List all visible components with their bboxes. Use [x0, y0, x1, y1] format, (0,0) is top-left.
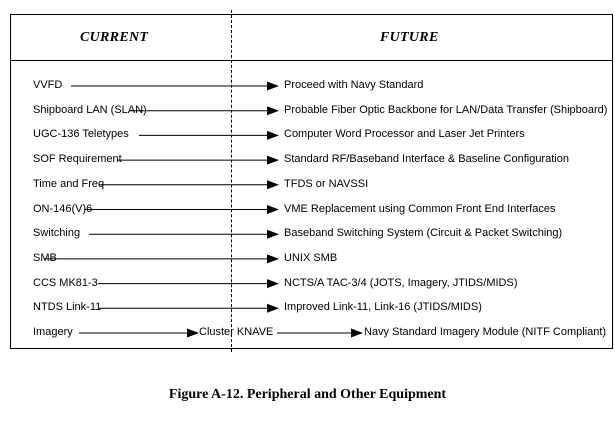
- arrow-3-arrowhead: [267, 130, 279, 140]
- future-item-11: Navy Standard Imagery Module (NITF Compl…: [364, 326, 607, 338]
- future-item-7: Baseband Switching System (Circuit & Pac…: [284, 227, 563, 240]
- future-item-10: Improved Link-11, Link-16 (JTIDS/MIDS): [284, 301, 482, 314]
- intermediate-item-11: Cluster KNAVE: [199, 326, 274, 338]
- arrow-4-arrowhead: [267, 155, 279, 165]
- current-item-4: SOF Requirement: [33, 153, 122, 166]
- future-item-3: Computer Word Processor and Laser Jet Pr…: [284, 128, 525, 141]
- current-item-11: Imagery: [33, 326, 73, 338]
- current-item-8: SMB: [33, 251, 57, 264]
- future-item-5: TFDS or NAVSSI: [284, 177, 369, 190]
- arrow-6-arrowhead: [267, 205, 279, 214]
- arrow-11-b-arrowhead: [351, 328, 363, 338]
- future-item-6: VME Replacement using Common Front End I…: [284, 202, 556, 215]
- arrow-8-arrowhead: [267, 254, 279, 264]
- current-item-6: ON-146(V)6: [33, 202, 93, 215]
- arrow-2-arrowhead: [267, 106, 279, 116]
- future-column-header: FUTURE: [380, 30, 439, 45]
- header-separator: [11, 60, 612, 61]
- current-column-header: CURRENT: [80, 30, 149, 45]
- future-item-8: UNIX SMB: [284, 251, 338, 264]
- arrow-10-arrowhead: [267, 303, 279, 313]
- diagram-frame: CURRENT FUTURE VVFD Proceed with Navy Sta…: [10, 10, 613, 352]
- arrow-11-a-arrowhead: [187, 328, 199, 338]
- transition-arrows: [44, 81, 363, 338]
- arrow-9-arrowhead: [267, 279, 279, 289]
- arrow-7-arrowhead: [267, 229, 279, 239]
- current-item-2: Shipboard LAN (SLAN): [33, 103, 147, 116]
- current-item-10: NTDS Link-11: [33, 301, 102, 314]
- current-item-3: UGC-136 Teletypes: [33, 128, 129, 141]
- arrow-1-arrowhead: [267, 81, 279, 91]
- future-item-2: Probable Fiber Optic Backbone for LAN/Da…: [284, 103, 608, 116]
- figure-caption: Figure A-12. Peripheral and Other Equipm…: [168, 387, 447, 402]
- current-future-divider: [231, 10, 232, 352]
- current-item-1: VVFD: [33, 79, 63, 91]
- arrow-5-arrowhead: [267, 180, 279, 190]
- future-item-9: NCTS/A TAC-3/4 (JOTS, Imagery, JTIDS/MID…: [284, 276, 518, 289]
- current-item-9: CCS MK81-3: [33, 276, 98, 289]
- future-item-1: Proceed with Navy Standard: [284, 79, 424, 91]
- current-item-5: Time and Freq: [33, 177, 105, 190]
- future-item-4: Standard RF/Baseband Interface & Baselin…: [284, 153, 569, 166]
- current-item-7: Switching: [33, 227, 81, 240]
